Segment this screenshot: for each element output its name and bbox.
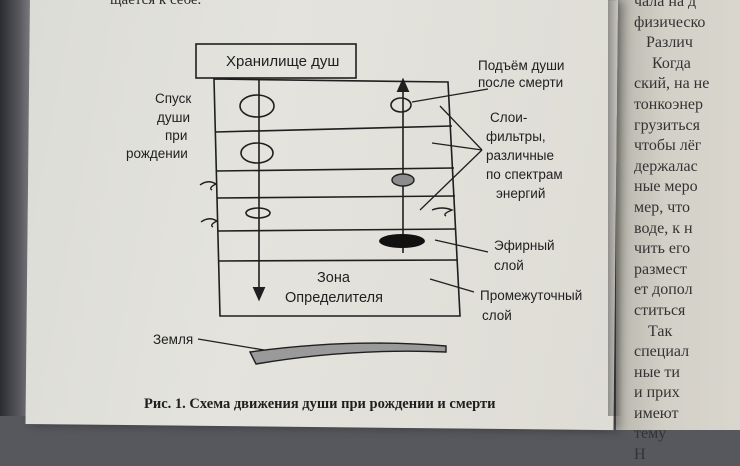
right-line: физическо <box>634 13 706 31</box>
right-line: Различ <box>646 34 693 52</box>
right-line: грузиться <box>634 116 700 134</box>
figure-caption: Рис. 1. Схема движения души при рождении… <box>144 396 496 412</box>
filters-pointers <box>419 105 483 211</box>
right-line: ский, на не <box>634 75 710 93</box>
intermediate-pointer <box>429 278 475 293</box>
right-line: чала на д <box>634 0 697 10</box>
squiggle-mark <box>200 218 219 228</box>
ether-pointer <box>434 239 489 253</box>
right-line: тонкоэнер <box>634 95 704 113</box>
earth-arc <box>248 342 447 365</box>
right-line: тему <box>634 425 667 443</box>
page-top-text: щается к себе. <box>110 0 202 8</box>
soul-ellipse <box>240 142 274 164</box>
soul-movement-diagram: Хранилище душ Спуск души при рождении По… <box>126 43 586 365</box>
right-line: ет допол <box>634 281 693 299</box>
soul-ellipse <box>245 207 271 219</box>
ascent-label: Подъём души после смерти <box>478 58 568 90</box>
right-line: воде, к н <box>634 219 693 237</box>
right-line: и прих <box>634 384 680 402</box>
soul-ellipse <box>239 94 275 118</box>
right-page <box>616 0 740 430</box>
right-line: ные меро <box>634 178 698 196</box>
earth-label: Земля <box>153 332 193 347</box>
right-line: Когда <box>652 54 691 72</box>
earth-pointer <box>197 338 271 352</box>
squiggle-mark <box>199 181 218 191</box>
soul-ellipse-grey <box>391 173 415 187</box>
page-gutter-shadow <box>608 0 622 416</box>
soul-ellipse <box>390 97 412 113</box>
right-line: мер, что <box>634 198 691 216</box>
right-line: чтобы лёг <box>634 137 702 155</box>
right-line: ные ти <box>634 363 680 381</box>
right-line: Н <box>634 446 646 464</box>
soul-storage-box <box>195 43 357 79</box>
right-line: держалас <box>634 157 698 175</box>
right-line: размест <box>634 260 687 278</box>
intermediate-label: Промежуточный слой <box>480 288 586 323</box>
right-line: чить его <box>634 240 691 258</box>
right-line: Так <box>648 322 673 340</box>
squiggle-mark <box>431 207 454 217</box>
descent-label: Спуск души при рождении <box>126 91 195 161</box>
soul-ellipse-black <box>379 234 425 248</box>
ascent-pointer <box>411 88 489 103</box>
right-line: ститься <box>634 301 686 319</box>
layers-box <box>213 78 461 317</box>
soul-storage-label: Хранилище душ <box>226 53 339 70</box>
right-line: специал <box>634 343 690 361</box>
ether-label: Эфирный слой <box>494 238 558 273</box>
zone-label: Зона Определителя <box>285 270 383 306</box>
filters-label: Слои- фильтры, различные по спектрам эне… <box>486 110 566 201</box>
right-page-text: чала на д физическо Различ Когда ский, н… <box>634 0 740 466</box>
